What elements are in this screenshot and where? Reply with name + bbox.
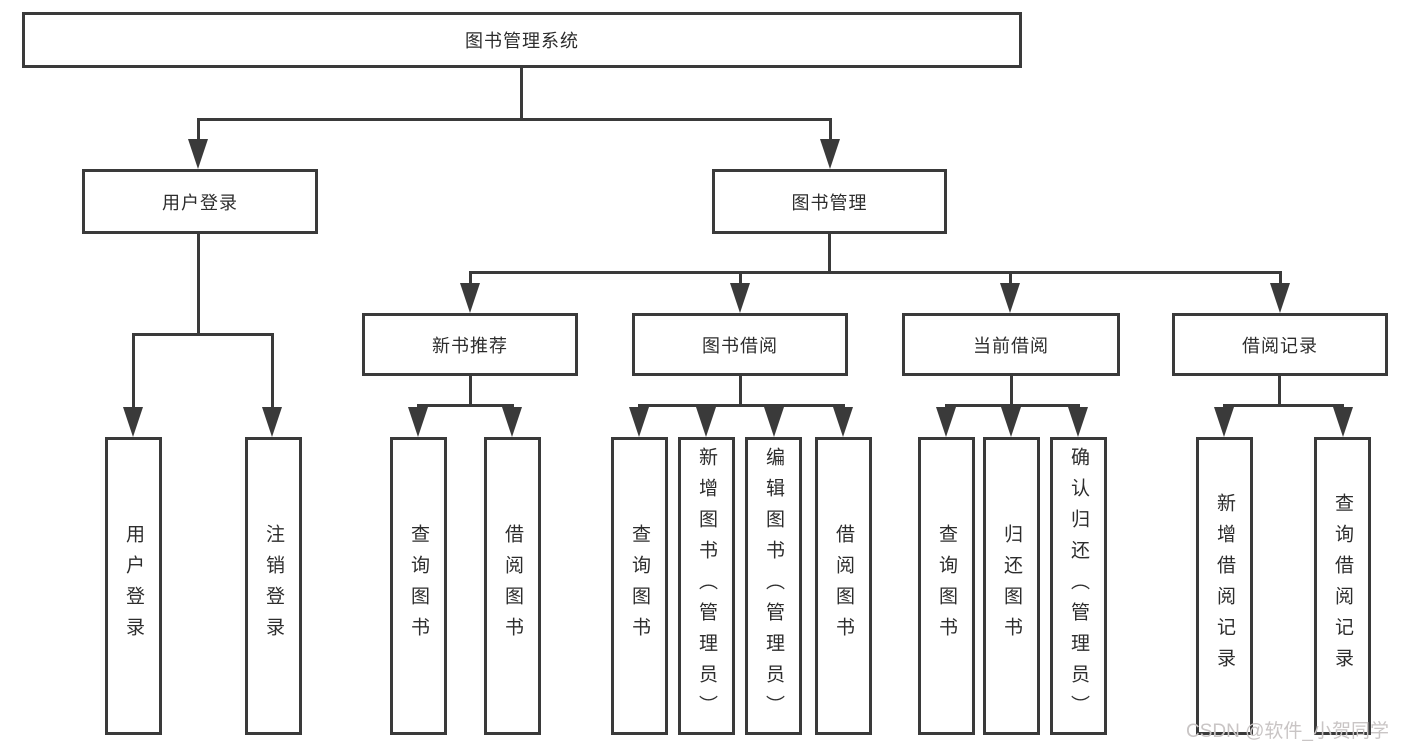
connector-books-stem	[828, 234, 831, 274]
leaf-current-query-books: 查询图书	[918, 437, 975, 735]
node-label: 当前借阅	[973, 335, 1049, 356]
leaf-user-login: 用户登录	[105, 437, 162, 735]
connector-level1-bar	[197, 118, 832, 121]
arrowhead-to-book-management	[820, 139, 840, 169]
arrowhead-to-user-login	[188, 139, 208, 169]
node-label: 图书管理	[791, 192, 868, 213]
node-book-management: 图书管理	[712, 169, 947, 234]
arrowhead-to-current-return	[1001, 407, 1021, 437]
leaf-borrow-query-books: 查询图书	[611, 437, 668, 735]
leaf-label: 确认归还（管理员）	[1068, 446, 1089, 726]
connector-borrow-bar	[638, 404, 845, 407]
leaf-confirm-return-admin: 确认归还（管理员）	[1050, 437, 1107, 735]
csdn-watermark: CSDN @软件_小贺同学	[1186, 721, 1389, 742]
arrowhead-to-book-borrow	[730, 283, 750, 313]
node-label: 新书推荐	[432, 335, 508, 356]
connector-drop-current-borrow	[1009, 273, 1012, 288]
node-label: 图书借阅	[702, 335, 778, 356]
connector-current-bar	[945, 404, 1080, 407]
leaf-label: 注销登录	[263, 524, 284, 648]
arrowhead-to-borrow-edit	[764, 407, 784, 437]
leaf-label: 查询图书	[936, 524, 957, 648]
connector-drop-borrow-records	[1279, 273, 1282, 288]
node-current-borrow: 当前借阅	[902, 313, 1120, 376]
node-library-management-system: 图书管理系统	[22, 12, 1022, 68]
leaf-label: 借阅图书	[833, 524, 854, 648]
arrowhead-to-newbook-query	[408, 407, 428, 437]
connector-drop-book-management	[829, 120, 832, 148]
connector-drop-user-login	[197, 120, 200, 148]
connector-login-stem	[197, 234, 200, 336]
node-label: 用户登录	[162, 192, 238, 213]
leaf-label: 查询借阅记录	[1332, 493, 1353, 679]
connector-newbook-stem	[469, 376, 472, 406]
node-label: 图书管理系统	[465, 31, 579, 51]
arrowhead-to-current-confirm	[1068, 407, 1088, 437]
connector-drop-new-book	[469, 273, 472, 288]
node-label: 借阅记录	[1242, 335, 1318, 356]
leaf-label: 归还图书	[1001, 524, 1022, 648]
leaf-add-book-admin: 新增图书（管理员）	[678, 437, 735, 735]
connector-newbook-bar	[417, 404, 514, 407]
connector-current-stem	[1010, 376, 1013, 406]
leaf-add-borrow-record: 新增借阅记录	[1196, 437, 1253, 735]
connector-drop-login-left	[132, 335, 135, 412]
leaf-label: 新增图书（管理员）	[696, 446, 717, 726]
leaf-label: 查询图书	[629, 524, 650, 648]
leaf-label: 编辑图书（管理员）	[763, 446, 784, 726]
node-new-book-recommend: 新书推荐	[362, 313, 578, 376]
arrowhead-to-borrow-records	[1270, 283, 1290, 313]
arrowhead-to-newbook-borrow	[502, 407, 522, 437]
arrowhead-to-current-borrow	[1000, 283, 1020, 313]
connector-borrow-stem	[739, 376, 742, 406]
leaf-label: 查询图书	[408, 524, 429, 648]
leaf-borrow-borrow-books: 借阅图书	[815, 437, 872, 735]
leaf-newbook-borrow-books: 借阅图书	[484, 437, 541, 735]
connector-records-stem	[1278, 376, 1281, 406]
connector-drop-book-borrow	[739, 273, 742, 288]
arrowhead-to-new-book	[460, 283, 480, 313]
arrowhead-to-leaf-logout	[262, 407, 282, 437]
connector-root-stem	[520, 68, 523, 121]
leaf-label: 新增借阅记录	[1214, 493, 1235, 679]
leaf-newbook-query-books: 查询图书	[390, 437, 447, 735]
arrowhead-to-leaf-user-login	[123, 407, 143, 437]
leaf-label: 用户登录	[123, 524, 144, 648]
leaf-return-book: 归还图书	[983, 437, 1040, 735]
connector-drop-login-right	[271, 335, 274, 412]
connector-records-bar	[1223, 404, 1344, 407]
arrowhead-to-borrow-borrow	[833, 407, 853, 437]
node-user-login: 用户登录	[82, 169, 318, 234]
arrowhead-to-current-query	[936, 407, 956, 437]
leaf-edit-book-admin: 编辑图书（管理员）	[745, 437, 802, 735]
leaf-label: 借阅图书	[502, 524, 523, 648]
node-book-borrow: 图书借阅	[632, 313, 848, 376]
arrowhead-to-borrow-query	[629, 407, 649, 437]
node-borrow-records: 借阅记录	[1172, 313, 1388, 376]
connector-books-bar	[469, 271, 1282, 274]
leaf-logout: 注销登录	[245, 437, 302, 735]
arrowhead-to-records-query	[1333, 407, 1353, 437]
leaf-query-borrow-record: 查询借阅记录	[1314, 437, 1371, 735]
arrowhead-to-borrow-add	[696, 407, 716, 437]
connector-login-bar	[132, 333, 274, 336]
arrowhead-to-records-add	[1214, 407, 1234, 437]
